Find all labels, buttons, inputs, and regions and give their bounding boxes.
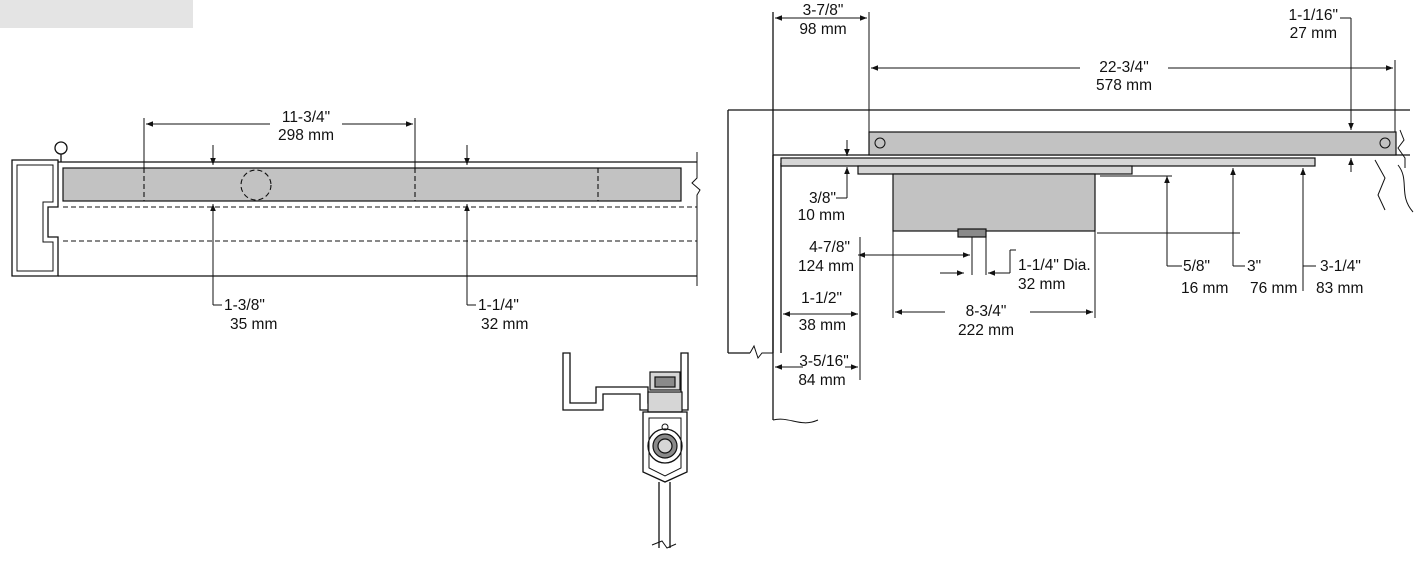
side-left-drop-mm: 35 mm	[230, 316, 277, 333]
overall-depth-in: 3-1/4"	[1320, 258, 1361, 275]
end-gap-mm: 27 mm	[1290, 25, 1337, 42]
track-depth-in: 5/8"	[1183, 258, 1210, 275]
side-left-drop-in: 1-3/8"	[224, 297, 265, 314]
frame-depth-in: 3-5/16"	[799, 353, 848, 370]
view-tab	[0, 0, 193, 28]
offset-in: 3-7/8"	[803, 2, 844, 19]
offset-mm: 98 mm	[799, 21, 846, 38]
track-depth-mm: 16 mm	[1181, 280, 1228, 297]
frame-face-in: 1-1/2"	[801, 290, 842, 307]
arm-height-in: 3/8"	[809, 190, 836, 207]
top-view: 3-7/8" 98 mm 22-3/4" 578 mm 1-1/16" 27 m…	[727, 2, 1414, 424]
body-depth-mm: 76 mm	[1250, 280, 1297, 297]
spindle-dia-in: 1-1/4" Dia.	[1018, 257, 1091, 274]
arm-height-mm: 10 mm	[798, 207, 845, 224]
arm-length-in: 22-3/4"	[1099, 59, 1148, 76]
side-length-in: 11-3/4"	[282, 109, 330, 126]
overall-depth-mm: 83 mm	[1316, 280, 1363, 297]
arm-length-mm: 578 mm	[1096, 77, 1152, 94]
body-depth-in: 3"	[1247, 258, 1261, 275]
frame-depth-mm: 84 mm	[798, 372, 845, 389]
end-gap-in: 1-1/16"	[1289, 7, 1338, 24]
side-right-drop-mm: 32 mm	[481, 316, 528, 333]
side-view: 11-3/4" 298 mm 1-3/8" 35 mm 1-1/4" 32 mm	[11, 109, 701, 333]
body-width-in: 8-3/4"	[966, 303, 1007, 320]
section-view	[562, 352, 689, 549]
frame-face-mm: 38 mm	[799, 317, 846, 334]
spindle-offset-mm: 124 mm	[798, 258, 854, 275]
side-right-drop-in: 1-1/4"	[478, 297, 519, 314]
side-length-mm: 298 mm	[278, 127, 334, 144]
spindle-offset-in: 4-7/8"	[809, 239, 850, 256]
spindle-dia-mm: 32 mm	[1018, 276, 1065, 293]
body-width-mm: 222 mm	[958, 322, 1014, 339]
